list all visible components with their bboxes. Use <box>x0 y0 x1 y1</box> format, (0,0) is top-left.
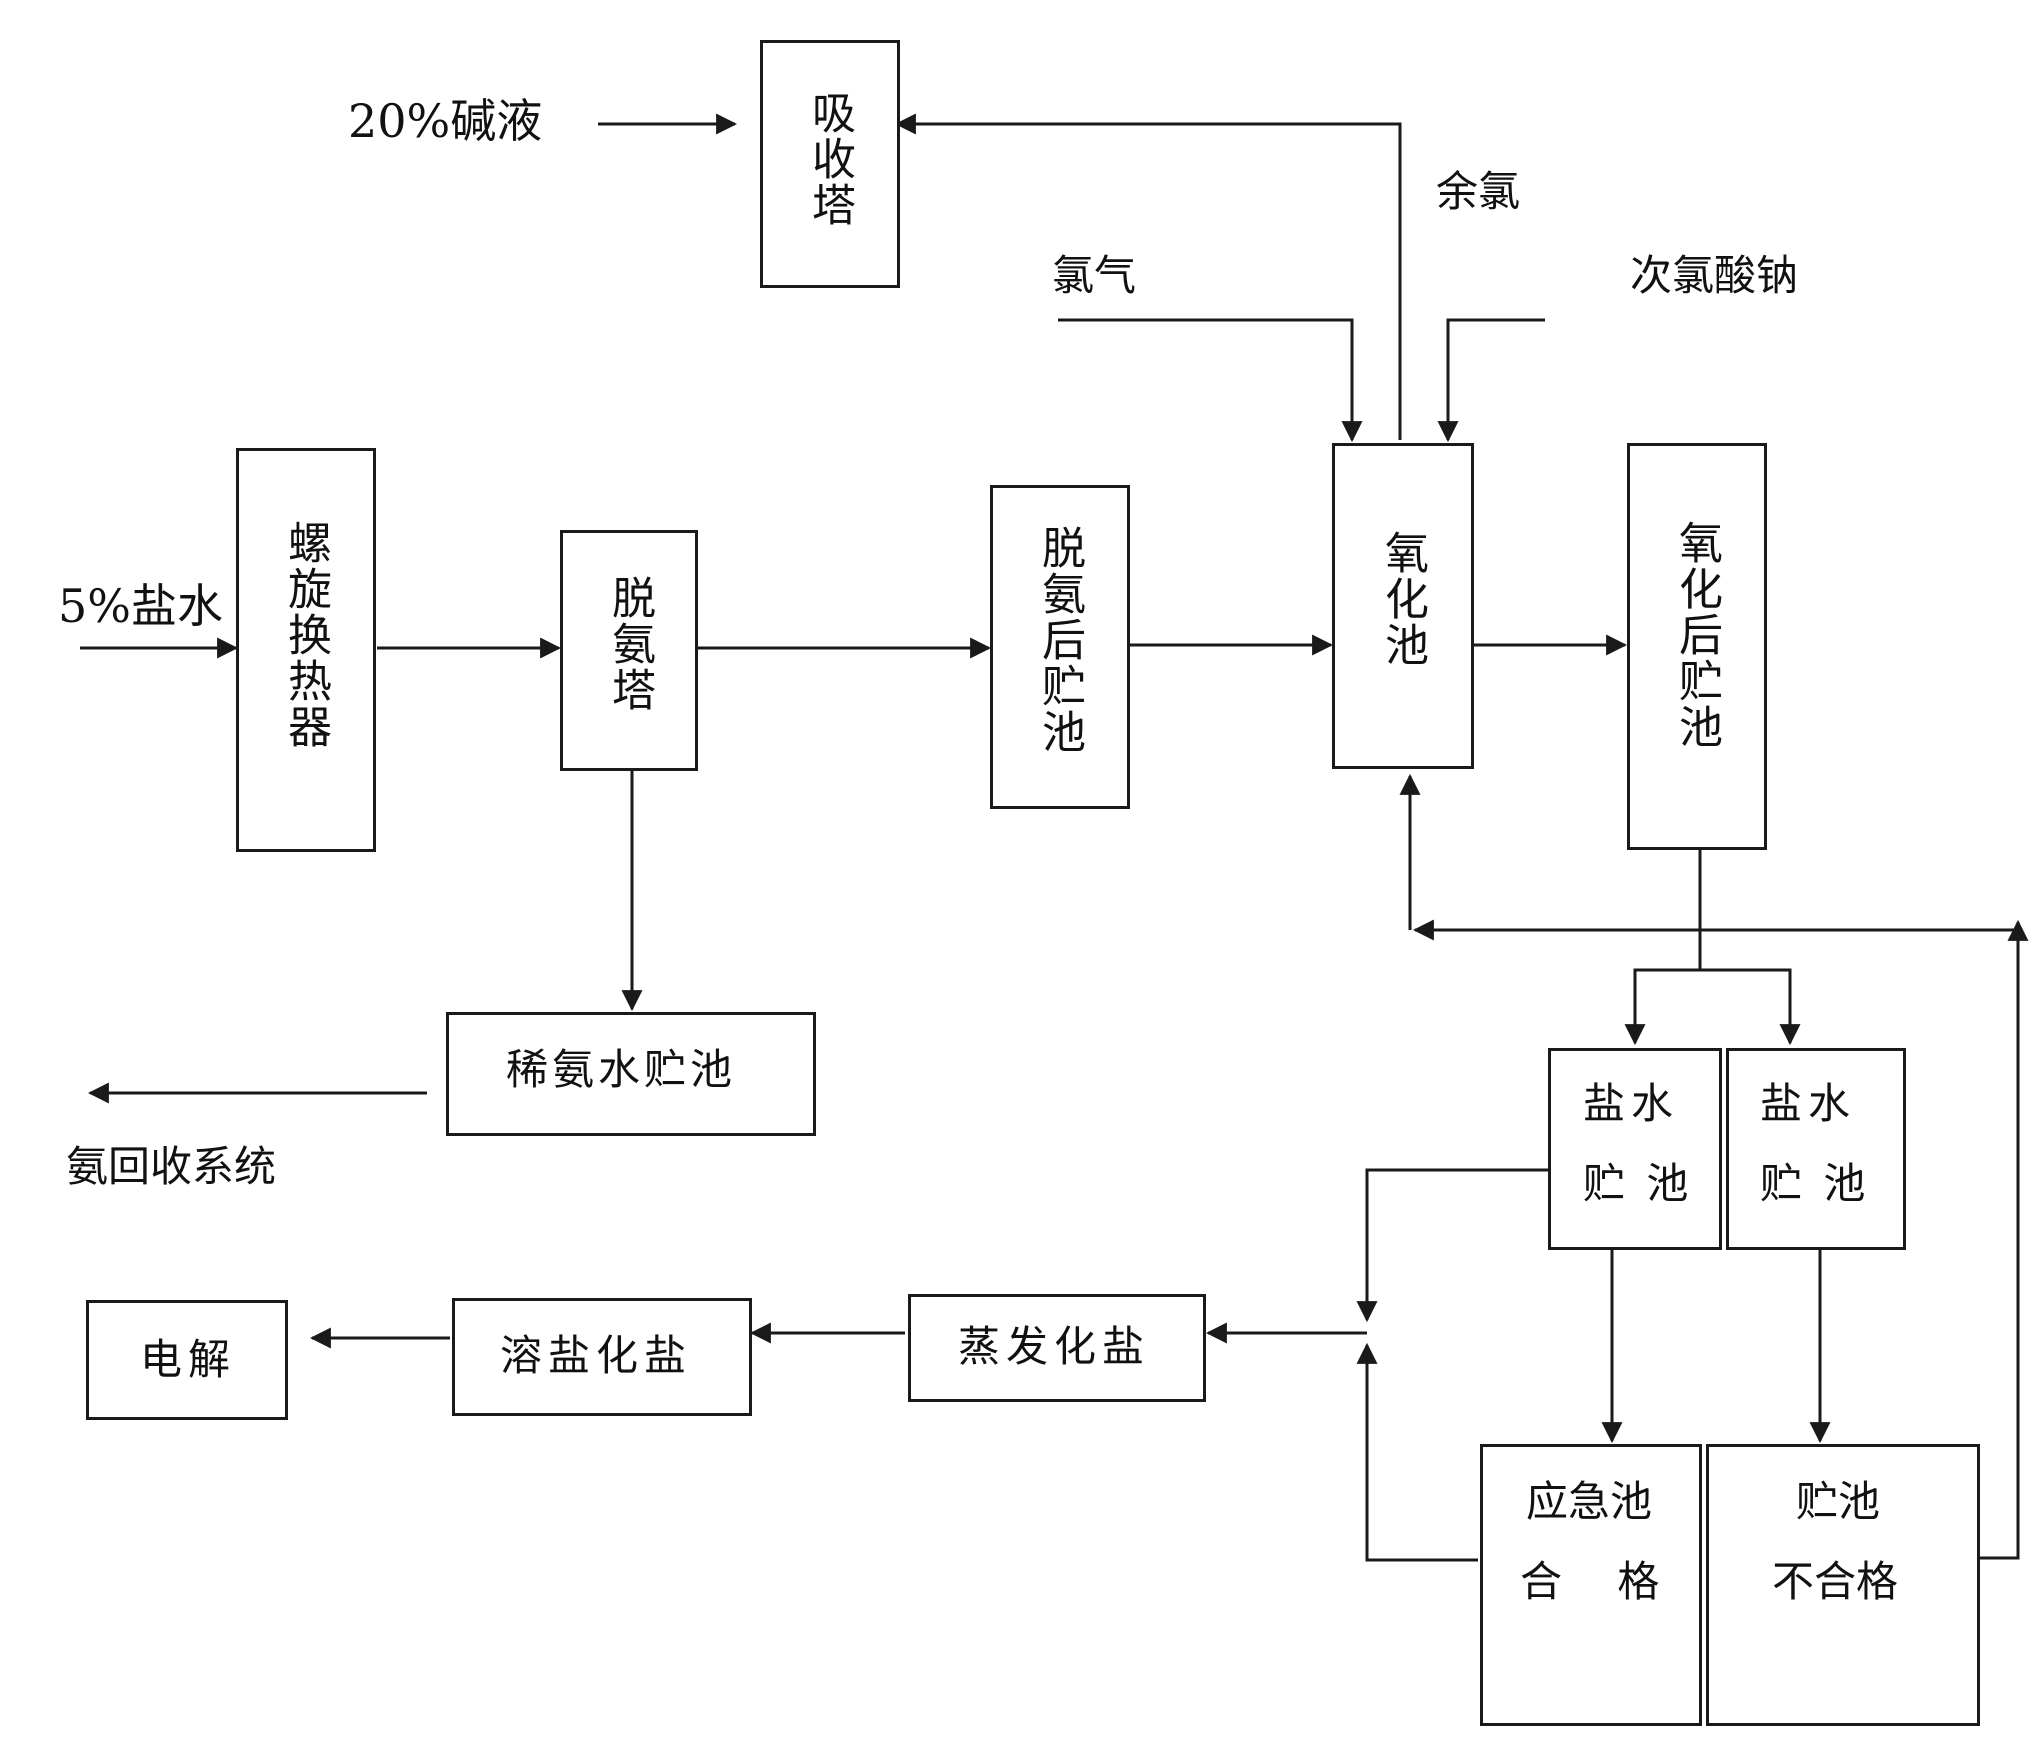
arrow-split-to-brine1 <box>1624 968 1700 1046</box>
arrow-emergency-to-valve <box>1356 1342 1478 1562</box>
evaporation-label: 蒸发化盐 <box>958 1322 1151 1371</box>
line-reject-right <box>1978 940 2020 1560</box>
brine-tank-1-line1: 盐水 <box>1583 1079 1680 1128</box>
label-brine: 5%盐水 <box>58 579 223 633</box>
electrolysis-box <box>86 1300 288 1420</box>
label-alkali: 20%碱液 <box>348 94 543 148</box>
brine-tank-1-box <box>1548 1048 1722 1250</box>
brine-tank-2-line1: 盐水 <box>1760 1079 1857 1128</box>
oxidation-tank-box <box>1332 443 1474 769</box>
arrow-split-to-brine2 <box>1700 968 1801 1046</box>
deammonia-tower-label: 脱氨塔 <box>604 575 655 713</box>
emergency-tank-line1: 应急池 <box>1526 1477 1653 1526</box>
post-oxidation-tank-box <box>1627 443 1767 850</box>
brine-tank-2-line2: 贮 池 <box>1760 1159 1870 1208</box>
label-ammonia-recovery: 氨回收系统 <box>66 1142 277 1191</box>
spiral-exchanger-box <box>236 448 376 852</box>
label-chlorine-gas: 氯气 <box>1052 251 1137 300</box>
brine-tank-2-box <box>1726 1048 1906 1250</box>
absorption-tower-box <box>760 40 900 288</box>
dilute-ammonia-tank-box <box>446 1012 816 1136</box>
oxidation-tank-label: 氧化池 <box>1377 530 1428 668</box>
arrow-hypochlorite <box>1437 318 1545 443</box>
post-deammonia-tank-box <box>990 485 1130 809</box>
spiral-exchanger-label: 螺旋换热器 <box>280 520 331 750</box>
arrow-brine1-to-valve <box>1356 1168 1550 1323</box>
label-residual-chlorine: 余氯 <box>1436 167 1521 216</box>
post-oxidation-tank-label: 氧化后贮池 <box>1671 520 1722 750</box>
reject-tank-box <box>1706 1444 1980 1726</box>
dissolve-label: 溶盐化盐 <box>500 1331 693 1380</box>
emergency-tank-line2: 合 格 <box>1520 1557 1660 1606</box>
dilute-ammonia-tank-label: 稀氨水贮池 <box>506 1045 737 1094</box>
reject-tank-line2: 不合格 <box>1772 1557 1899 1606</box>
absorption-tower-label: 吸收塔 <box>804 90 855 228</box>
brine-tank-1-line2: 贮 池 <box>1583 1159 1693 1208</box>
emergency-tank-box <box>1480 1444 1702 1726</box>
electrolysis-label: 电解 <box>140 1335 237 1384</box>
dissolve-box <box>452 1298 752 1416</box>
post-deammonia-tank-label: 脱氨后贮池 <box>1034 525 1085 755</box>
arrow-chlorine-gas <box>1058 318 1363 443</box>
deammonia-tower-box <box>560 530 698 771</box>
reject-tank-line1: 贮池 <box>1796 1477 1881 1526</box>
label-hypochlorite: 次氯酸钠 <box>1630 251 1799 300</box>
arrow-residual-chlorine <box>894 113 1402 440</box>
evaporation-box <box>908 1294 1206 1402</box>
